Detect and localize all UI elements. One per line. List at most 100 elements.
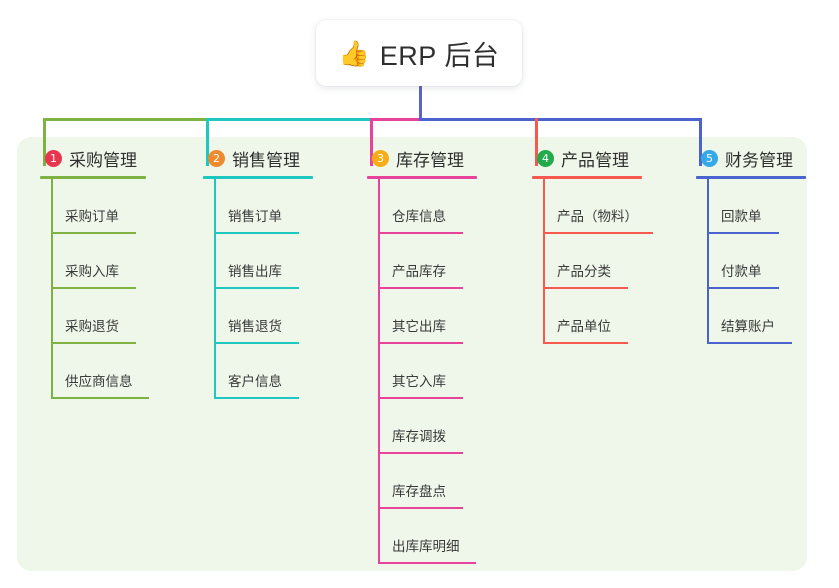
leaf-underline xyxy=(378,397,463,399)
leaf-label: 其它入库 xyxy=(392,374,446,389)
branch-underline-3 xyxy=(367,176,477,179)
leaf-node[interactable]: 销售订单 xyxy=(214,179,313,234)
leaf-underline xyxy=(214,397,299,399)
leaf-underline xyxy=(51,287,136,289)
branch-column-2: 2 销售管理销售订单销售出库销售退货客户信息 xyxy=(203,145,313,399)
leaf-label: 销售出库 xyxy=(228,264,282,279)
leaf-node[interactable]: 采购订单 xyxy=(51,179,146,234)
leaf-underline xyxy=(378,507,463,509)
branch-connector-1 xyxy=(43,118,46,166)
leaf-node[interactable]: 产品分类 xyxy=(543,234,642,289)
leaf-label: 采购订单 xyxy=(65,209,119,224)
leaf-label: 结算账户 xyxy=(721,319,775,334)
bus-segment-3 xyxy=(370,118,419,121)
leaf-node[interactable]: 其它入库 xyxy=(378,344,477,399)
leaf-underline xyxy=(378,287,463,289)
leaf-list-4: 产品（物料） 产品分类产品单位 xyxy=(543,179,653,344)
root-node[interactable]: 👍 ERP 后台 xyxy=(316,20,522,86)
branch-connector-3 xyxy=(370,118,373,166)
branch-title-3: 库存管理 xyxy=(396,150,464,170)
leaf-label: 客户信息 xyxy=(228,374,282,389)
leaf-underline xyxy=(543,342,628,344)
bus-segment-4 xyxy=(419,118,702,121)
leaf-underline xyxy=(51,342,136,344)
branch-underline-1 xyxy=(40,176,146,179)
leaf-node[interactable]: 产品库存 xyxy=(378,234,477,289)
branch-column-3: 3 库存管理仓库信息产品库存其它出库其它入库库存调拨库存盘点出库库明细 xyxy=(367,145,477,564)
branch-badge-4: 4 xyxy=(537,149,554,167)
leaf-underline xyxy=(214,342,299,344)
leaf-node[interactable]: 其它出库 xyxy=(378,289,477,344)
branch-badge-5: 5 xyxy=(701,149,718,167)
branch-underline-5 xyxy=(696,176,806,179)
leaf-underline xyxy=(51,232,136,234)
leaf-label: 产品单位 xyxy=(557,319,611,334)
branch-spine-1 xyxy=(51,179,53,399)
leaf-label: 回款单 xyxy=(721,209,762,224)
branch-spine-4 xyxy=(543,179,545,344)
leaf-label: 出库库明细 xyxy=(392,539,460,554)
leaf-node[interactable]: 库存调拨 xyxy=(378,399,477,454)
thumbs-up-icon: 👍 xyxy=(338,38,370,68)
branch-column-5: 5 财务管理回款单付款单结算账户 xyxy=(696,145,806,344)
leaf-label: 产品库存 xyxy=(392,264,446,279)
leaf-list-2: 销售订单销售出库销售退货客户信息 xyxy=(214,179,313,399)
leaf-underline xyxy=(378,232,463,234)
leaf-node[interactable]: 结算账户 xyxy=(707,289,806,344)
leaf-node[interactable]: 付款单 xyxy=(707,234,806,289)
leaf-label: 供应商信息 xyxy=(65,374,133,389)
leaf-list-3: 仓库信息产品库存其它出库其它入库库存调拨库存盘点出库库明细 xyxy=(378,179,477,564)
leaf-label: 采购退货 xyxy=(65,319,119,334)
leaf-label: 采购入库 xyxy=(65,264,119,279)
leaf-node[interactable]: 库存盘点 xyxy=(378,454,477,509)
leaf-node[interactable]: 供应商信息 xyxy=(51,344,149,399)
leaf-underline xyxy=(707,287,779,289)
leaf-node[interactable]: 销售出库 xyxy=(214,234,313,289)
branches-panel xyxy=(17,137,807,571)
leaf-label: 付款单 xyxy=(721,264,762,279)
branch-underline-2 xyxy=(203,176,313,179)
leaf-label: 销售退货 xyxy=(228,319,282,334)
leaf-node[interactable]: 仓库信息 xyxy=(378,179,477,234)
leaf-node[interactable]: 采购入库 xyxy=(51,234,146,289)
branch-badge-3: 3 xyxy=(372,149,389,167)
leaf-underline xyxy=(378,342,463,344)
bus-segment-2 xyxy=(206,118,370,121)
branch-spine-5 xyxy=(707,179,709,344)
branch-connector-4 xyxy=(535,118,538,166)
branch-spine-2 xyxy=(214,179,216,399)
branch-header-4[interactable]: 4 产品管理 xyxy=(532,145,642,171)
leaf-underline xyxy=(707,232,779,234)
leaf-node[interactable]: 客户信息 xyxy=(214,344,313,399)
leaf-label: 产品（物料） xyxy=(557,209,638,224)
branch-badge-2: 2 xyxy=(208,149,225,167)
leaf-label: 仓库信息 xyxy=(392,209,446,224)
branch-header-3[interactable]: 3 库存管理 xyxy=(367,145,477,171)
leaf-list-5: 回款单付款单结算账户 xyxy=(707,179,806,344)
branch-spine-3 xyxy=(378,179,380,564)
leaf-node[interactable]: 回款单 xyxy=(707,179,806,234)
branch-title-4: 产品管理 xyxy=(561,150,629,170)
branch-header-5[interactable]: 5 财务管理 xyxy=(696,145,806,171)
root-node-title: ERP 后台 xyxy=(379,40,500,71)
leaf-underline xyxy=(707,342,792,344)
branch-underline-4 xyxy=(532,176,642,179)
leaf-node[interactable]: 产品（物料） xyxy=(543,179,653,234)
leaf-label: 库存盘点 xyxy=(392,484,446,499)
branch-connector-5 xyxy=(699,118,702,166)
bus-segment-1 xyxy=(43,118,206,121)
leaf-label: 销售订单 xyxy=(228,209,282,224)
leaf-label: 库存调拨 xyxy=(392,429,446,444)
leaf-node[interactable]: 出库库明细 xyxy=(378,509,477,564)
leaf-node[interactable]: 销售退货 xyxy=(214,289,313,344)
branch-connector-2 xyxy=(206,118,209,166)
leaf-node[interactable]: 采购退货 xyxy=(51,289,146,344)
leaf-underline xyxy=(543,232,653,234)
branch-title-2: 销售管理 xyxy=(232,150,300,170)
leaf-underline xyxy=(214,287,299,289)
branch-header-2[interactable]: 2 销售管理 xyxy=(203,145,313,171)
branch-title-5: 财务管理 xyxy=(725,150,793,170)
leaf-node[interactable]: 产品单位 xyxy=(543,289,642,344)
